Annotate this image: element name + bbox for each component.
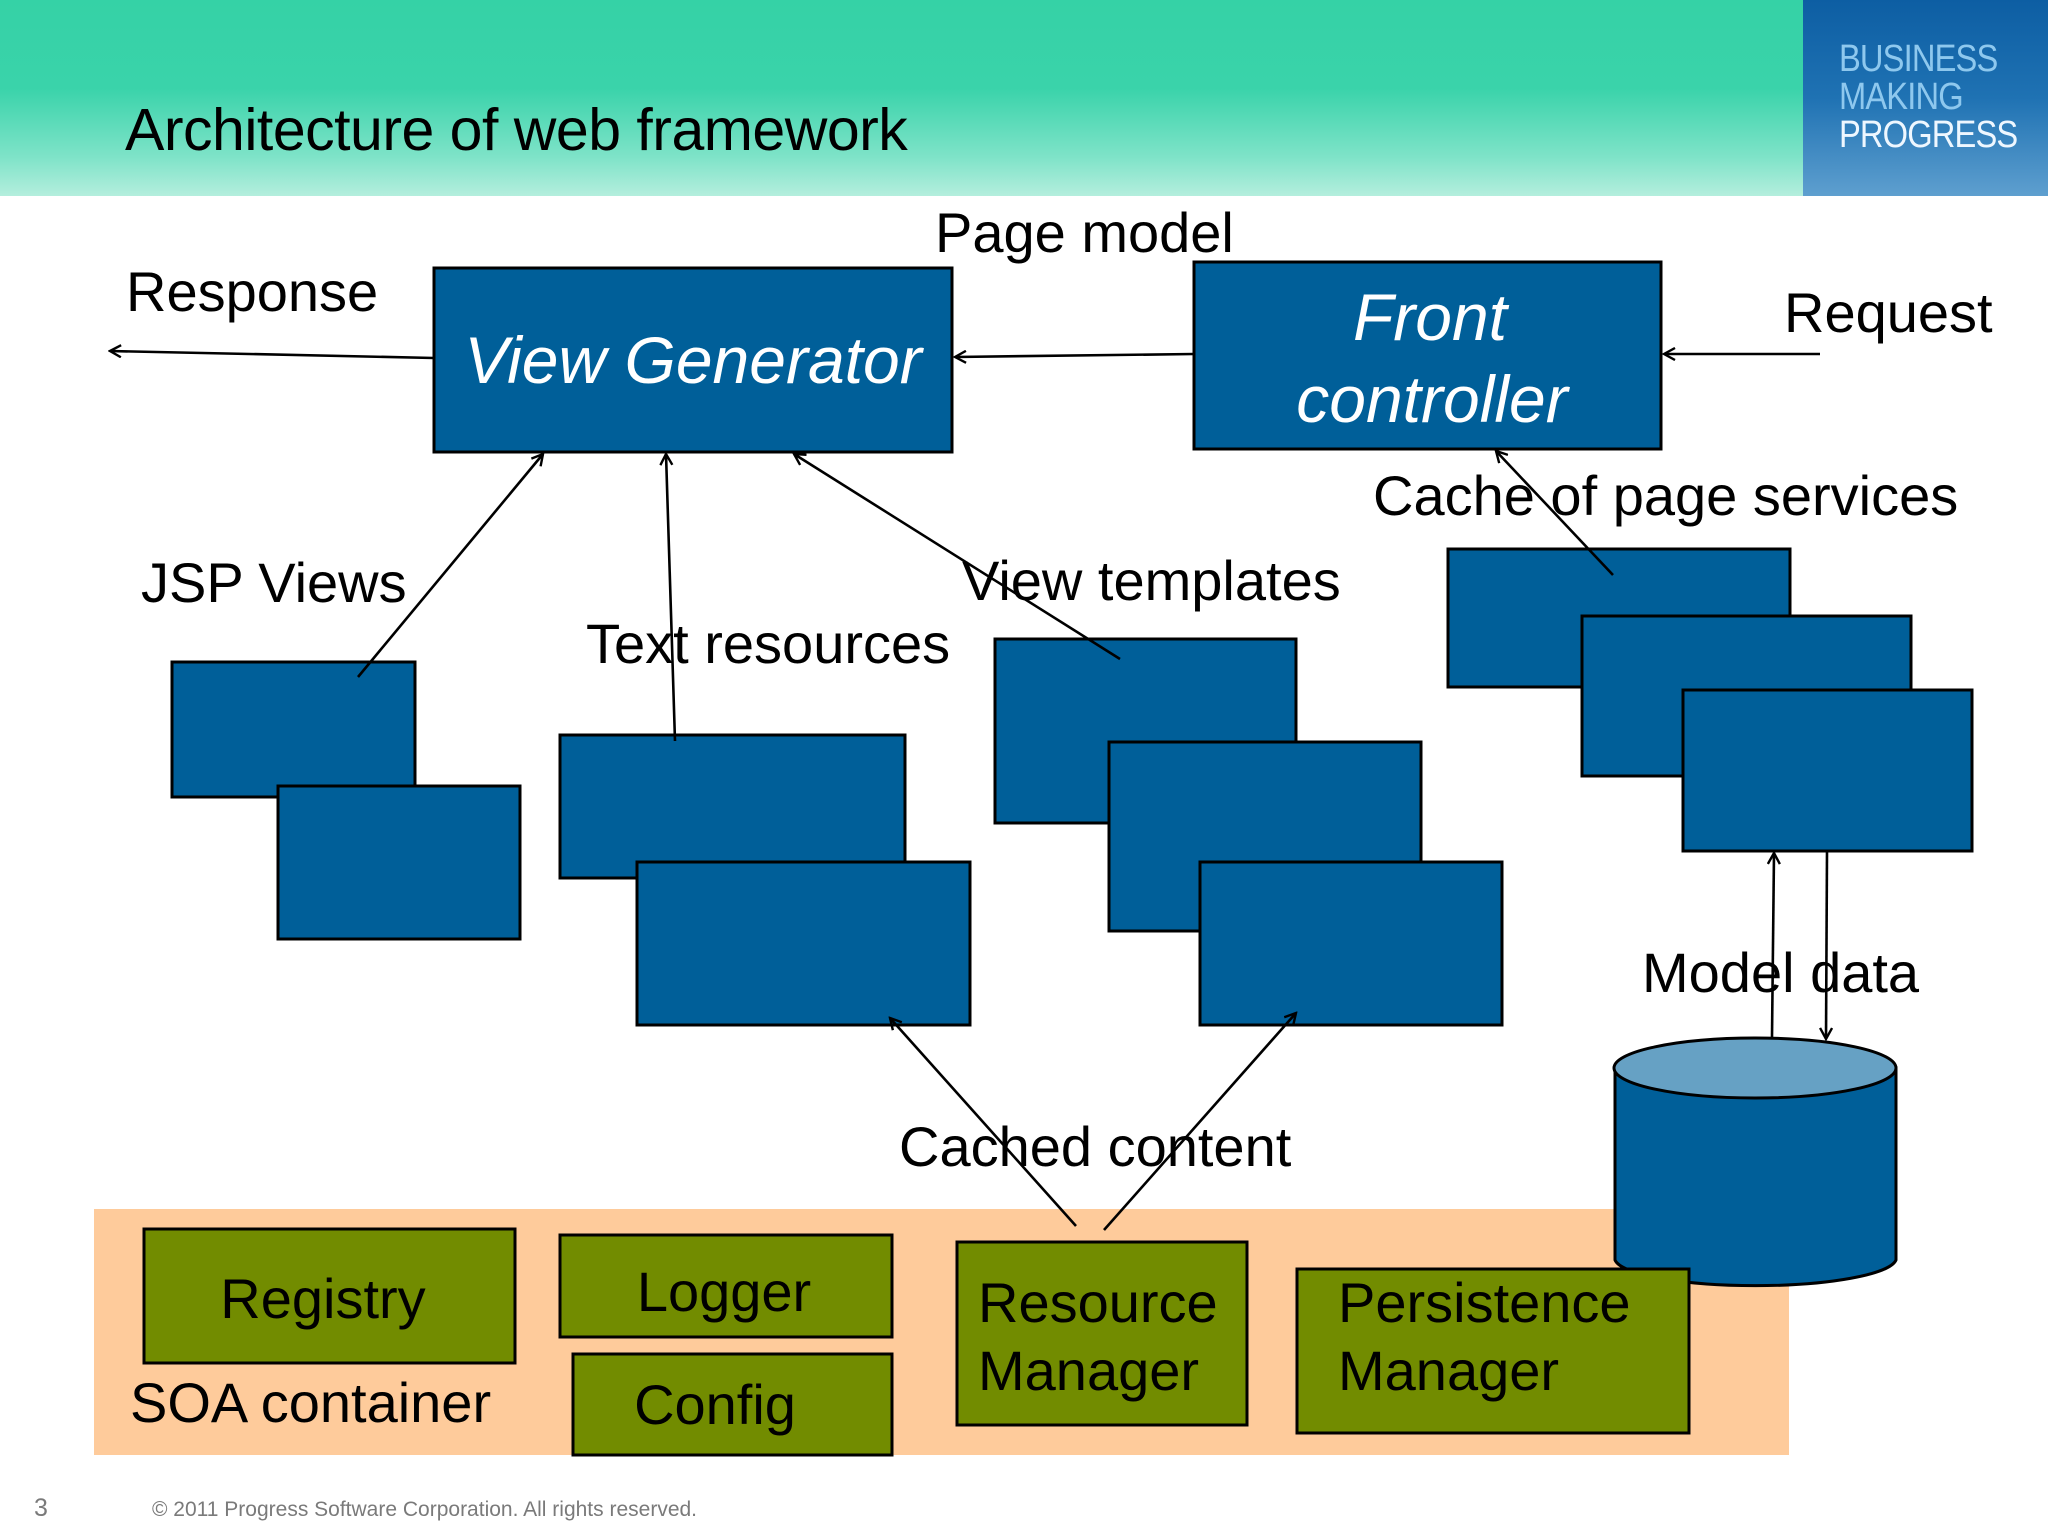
- registry-box: [142, 1227, 517, 1365]
- business-making-progress-logo: BUSINESS MAKING PROGRESS: [1803, 0, 2048, 196]
- slide-title: Architecture of web framework: [125, 97, 908, 163]
- page-number: 3: [34, 1494, 48, 1522]
- response-arrow: [110, 351, 435, 360]
- text-resources-label: Text resources: [586, 612, 950, 675]
- persistence-manager-box: [1295, 1267, 1691, 1435]
- cylinder-body: [1613, 1066, 1898, 1288]
- jsp-view-box-2: [276, 784, 522, 941]
- page-model-arrow: [955, 354, 1195, 357]
- view-generator-box: [432, 266, 954, 454]
- view-templates-arrow: [794, 454, 1121, 661]
- persistence-manager-label-line1: Persistence: [1338, 1271, 1631, 1334]
- jsp-views-arrow: [356, 454, 543, 678]
- slide-header: Architecture of web framework: [0, 0, 1803, 196]
- text-resource-box-1: [558, 733, 907, 880]
- persistence-manager-label-line2: Manager: [1338, 1339, 1559, 1402]
- page-model-label: Page model: [935, 201, 1234, 264]
- front-controller-label-line2: controller: [1296, 362, 1570, 436]
- view-generator-label: View Generator: [464, 323, 924, 397]
- logo-line-1: BUSINESS: [1839, 38, 1998, 80]
- soa-container-label: SOA container: [130, 1371, 491, 1434]
- cached-content-arrow-right: [1103, 1013, 1296, 1231]
- jsp-view-box-1: [170, 660, 417, 799]
- request-label: Request: [1784, 281, 1993, 344]
- front-controller-box: [1192, 260, 1663, 451]
- view-templates-label: View templates: [962, 549, 1341, 612]
- jsp-views-label: JSP Views: [141, 551, 407, 614]
- cache-page-services-label: Cache of page services: [1373, 464, 1958, 527]
- front-controller-label-line1: Front: [1353, 280, 1510, 354]
- text-resources-arrow: [666, 454, 677, 742]
- model-data-down-arrow: [1826, 850, 1827, 1039]
- model-data-up-arrow: [1772, 853, 1774, 1038]
- page-service-box-3: [1681, 688, 1974, 853]
- page-services-arrow: [1496, 451, 1614, 576]
- text-resource-box-2: [635, 860, 972, 1027]
- logger-box: [558, 1233, 894, 1339]
- resource-manager-box: [955, 1240, 1249, 1427]
- response-label: Response: [126, 260, 378, 323]
- model-database-cylinder: [1612, 1036, 1898, 1288]
- registry-label: Registry: [220, 1267, 425, 1330]
- cached-content-arrow-left: [890, 1018, 1077, 1227]
- cached-content-label: Cached content: [899, 1115, 1292, 1178]
- copyright-notice: © 2011 Progress Software Corporation. Al…: [152, 1498, 698, 1521]
- resource-manager-label-line2: Manager: [978, 1339, 1199, 1402]
- logo-line-2: MAKING: [1839, 76, 1964, 118]
- config-box: [571, 1352, 894, 1457]
- cylinder-top: [1612, 1036, 1898, 1100]
- model-data-label: Model data: [1642, 941, 1920, 1004]
- config-label: Config: [634, 1373, 796, 1436]
- resource-manager-label-line1: Resource: [978, 1271, 1218, 1334]
- logger-label: Logger: [637, 1260, 811, 1323]
- logo-line-3: PROGRESS: [1839, 114, 2018, 156]
- view-template-box-3: [1198, 860, 1504, 1027]
